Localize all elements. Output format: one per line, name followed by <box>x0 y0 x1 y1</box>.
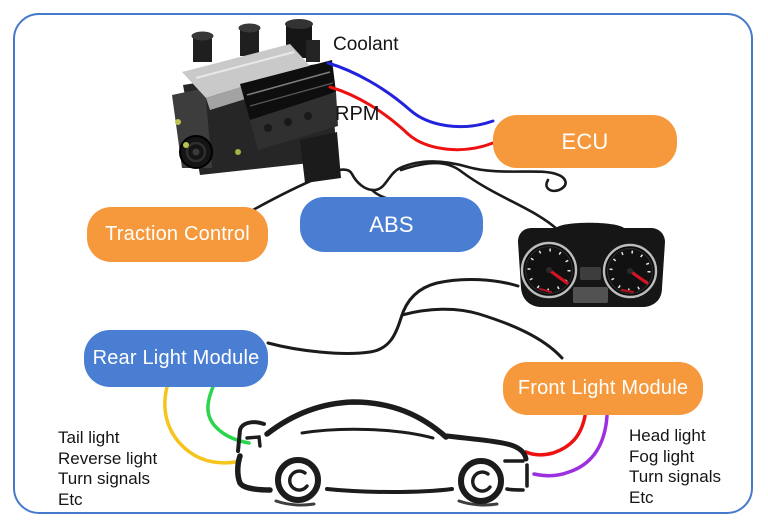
front-light-function-item: Turn signals <box>629 467 721 486</box>
module-ecu: ECU <box>493 115 677 168</box>
module-rear-light-module: Rear Light Module <box>84 330 268 387</box>
module-traction-control-label: Traction Control <box>105 223 250 245</box>
wire-rear-lights-yellow <box>163 385 242 465</box>
front-light-function-item: Head light <box>629 426 706 445</box>
module-abs: ABS <box>300 197 483 252</box>
engine-illustration <box>172 19 341 183</box>
module-front-light-module-label: Front Light Module <box>517 377 689 399</box>
wire-rear-lights-green <box>206 385 251 445</box>
front-light-function-item: Etc <box>629 487 654 507</box>
wire-cluster-upper <box>399 161 560 232</box>
rear-light-function-item: Reverse light <box>58 448 158 468</box>
wire-front-lights-purple <box>532 414 609 478</box>
rear-light-function-item: Etc <box>58 489 83 509</box>
wiring <box>163 61 609 478</box>
module-abs-label: ABS <box>369 211 414 237</box>
rear-light-function-item: Turn signals <box>58 469 150 488</box>
wire-rear-module-cluster <box>266 277 520 355</box>
front-light-functions-list: Head light Fog light Turn signals Etc <box>629 426 721 508</box>
wire-coolant <box>326 61 495 128</box>
rear-light-functions-list: Tail light Reverse light Turn signals Et… <box>58 428 157 510</box>
module-ecu-label: ECU <box>561 128 609 154</box>
module-front-light-module: Front Light Module <box>503 362 703 415</box>
car-sketch <box>235 399 529 507</box>
diagram-border <box>13 13 753 514</box>
label-rpm: RPM <box>335 103 380 125</box>
front-light-function-item: Fog light <box>629 446 695 466</box>
wire-front-lights-red <box>524 414 587 457</box>
instrument-cluster-illustration <box>518 222 665 307</box>
label-coolant: Coolant <box>333 34 399 55</box>
module-traction-control: Traction Control <box>87 207 268 262</box>
module-rear-light-module-label: Rear Light Module <box>92 347 260 369</box>
wire-traction-control-ecu <box>251 160 567 212</box>
wire-front-module-branch <box>400 307 564 360</box>
rear-light-function-item: Tail light <box>58 428 120 447</box>
wire-rpm <box>328 85 495 152</box>
